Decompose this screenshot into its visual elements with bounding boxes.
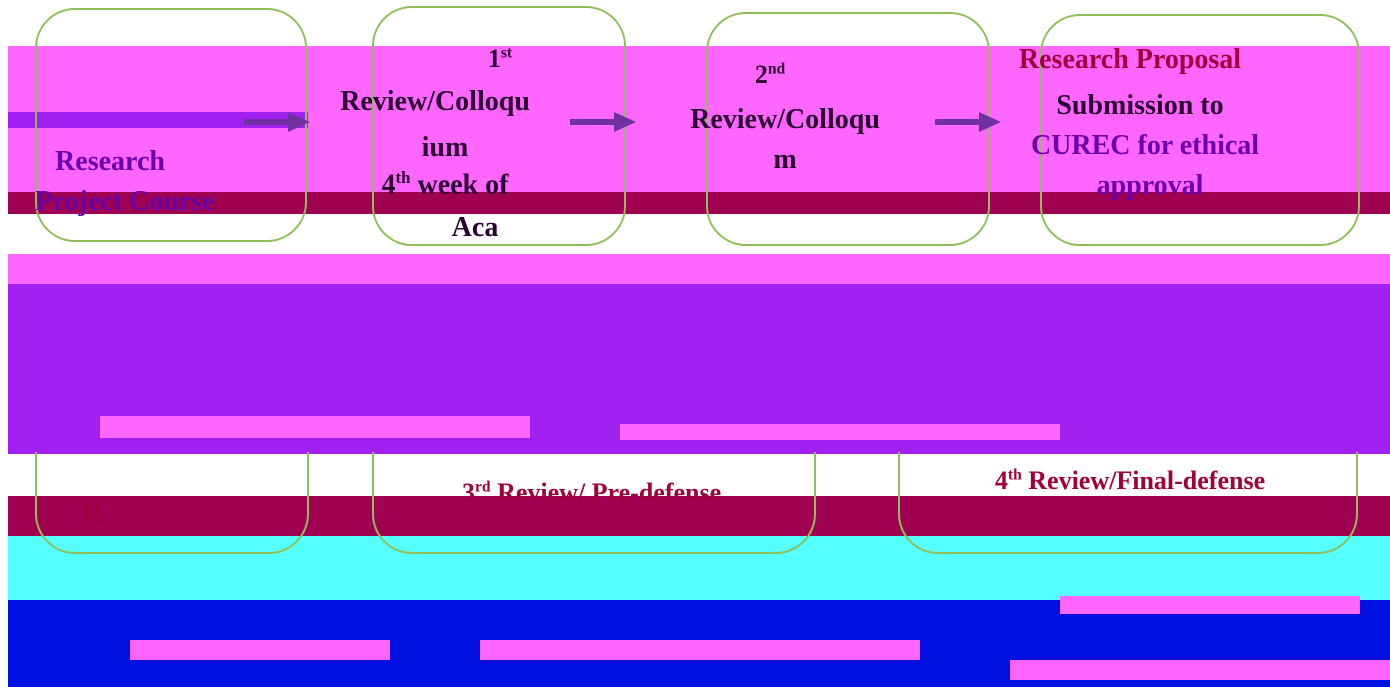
step-box-6 xyxy=(372,452,816,554)
step2-line1: 1 xyxy=(487,44,501,73)
step4-approval: approval xyxy=(1080,170,1220,202)
step1-label: Research xyxy=(40,146,180,178)
step2-ium: ium xyxy=(380,132,510,164)
step7-line2: Review/Final-defense xyxy=(1021,466,1266,495)
step3-m: m xyxy=(760,144,810,176)
step4-sub: Submission to xyxy=(1040,90,1240,122)
step1-line1: Research xyxy=(55,146,165,177)
step2-line1-sup: st xyxy=(500,44,513,62)
step5-label: R xyxy=(78,498,108,530)
step2-line5: Aca xyxy=(451,212,499,243)
arrow-right-2 xyxy=(570,112,636,132)
band-magenta-lower xyxy=(8,254,1390,284)
step4-line3: CUREC for ethical xyxy=(1030,130,1260,161)
step5-line1: R xyxy=(82,498,104,529)
step7-line1-sup: th xyxy=(1007,466,1022,484)
step4-curec: CUREC for ethical xyxy=(1020,130,1270,162)
band-magenta-bottom-3 xyxy=(1010,660,1390,680)
step2-week: 4th week of xyxy=(350,168,540,202)
band-magenta-lower-right xyxy=(1060,596,1360,614)
step4-line4: approval xyxy=(1096,170,1204,201)
band-magenta-strip xyxy=(100,416,530,438)
step3-review: Review/Colloqu xyxy=(670,104,900,136)
step-box-7 xyxy=(898,452,1358,554)
step3-line1: 2 xyxy=(754,60,768,89)
step7-line1: 4 xyxy=(994,466,1008,495)
step2-line4: 4 xyxy=(381,169,396,201)
arrow-right-1 xyxy=(244,112,310,132)
step-box-4 xyxy=(1040,14,1360,246)
band-magenta-top xyxy=(8,46,1390,110)
step4-line1: Research Proposal xyxy=(1018,44,1242,75)
step3-line1-sup: nd xyxy=(767,60,786,78)
band-magenta-bottom xyxy=(130,640,390,660)
step6-line1-sup: rd xyxy=(475,478,491,496)
band-purple-stripe xyxy=(8,112,308,128)
step2-review: Review/Colloqu xyxy=(320,86,550,118)
step3-label: 2nd xyxy=(740,60,800,90)
step4-line2: Submission to xyxy=(1056,90,1224,121)
step2-line4-sup: th xyxy=(395,168,411,187)
step-box-5 xyxy=(35,452,309,554)
step4-title: Research Proposal xyxy=(1010,44,1250,76)
step3-line3: m xyxy=(773,144,797,175)
step1-line2: Project Course xyxy=(35,186,215,217)
step2-line3: ium xyxy=(421,132,469,163)
step6-label: 3rd Review/ Pre-defense xyxy=(462,478,762,508)
step6-line2: Review/ Pre-defense xyxy=(497,478,722,507)
arrow-right-3 xyxy=(935,112,1001,132)
step6-line1: 3 xyxy=(462,478,475,507)
step1-label-2: Project Course xyxy=(10,186,240,218)
band-cyan xyxy=(8,536,1390,600)
step2-label: 1st xyxy=(470,44,530,74)
step2-aca: Aca xyxy=(440,212,510,244)
step2-line4-rest: week of xyxy=(410,169,509,201)
step7-label: 4th Review/Final-defense xyxy=(960,466,1300,496)
band-crimson-2 xyxy=(8,496,1390,536)
step2-line2: Review/Colloqu xyxy=(340,86,530,117)
band-magenta-bottom-2 xyxy=(480,640,920,660)
step3-line2: Review/Colloqu xyxy=(690,104,880,135)
band-white-gap xyxy=(8,214,1390,254)
band-magenta-strip-2 xyxy=(620,424,1060,440)
